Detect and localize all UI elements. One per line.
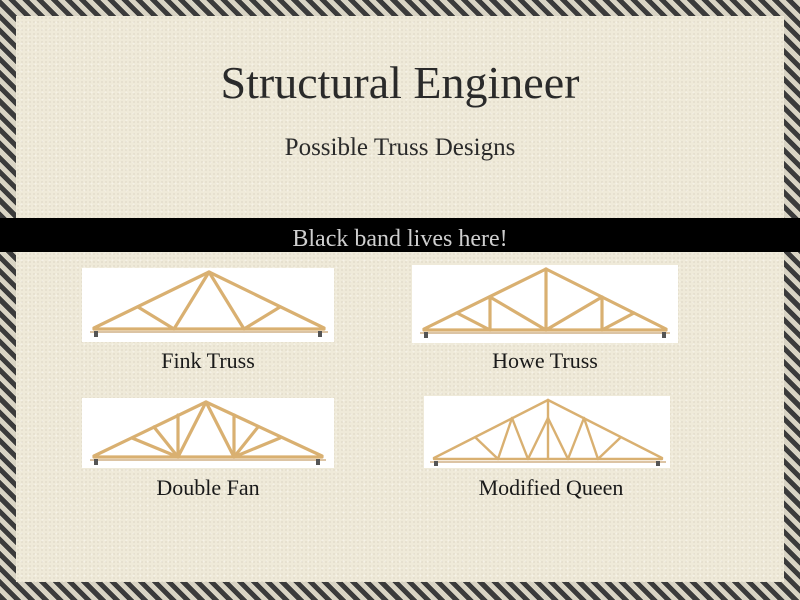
modified-queen-caption: Modified Queen: [478, 475, 624, 500]
black-band: [0, 218, 800, 252]
modified-queen-truss-image: [424, 396, 670, 468]
howe-truss-diagram-icon: [420, 267, 670, 338]
double-fan-caption: Double Fan: [156, 475, 260, 500]
band-text: Black band lives here!: [292, 226, 508, 252]
modified-queen-truss-diagram-icon: [430, 398, 666, 466]
howe-truss-caption: Howe Truss: [492, 348, 598, 373]
double-fan-truss-image: [82, 398, 334, 468]
fink-truss-diagram-icon: [90, 270, 328, 337]
howe-truss-image: [412, 265, 678, 343]
fink-truss-caption: Fink Truss: [161, 348, 255, 373]
fink-truss-image: [82, 268, 334, 342]
slide-title: Structural Engineer: [220, 57, 580, 108]
double-fan-truss-diagram-icon: [90, 400, 326, 465]
slide-subtitle: Possible Truss Designs: [284, 134, 516, 161]
